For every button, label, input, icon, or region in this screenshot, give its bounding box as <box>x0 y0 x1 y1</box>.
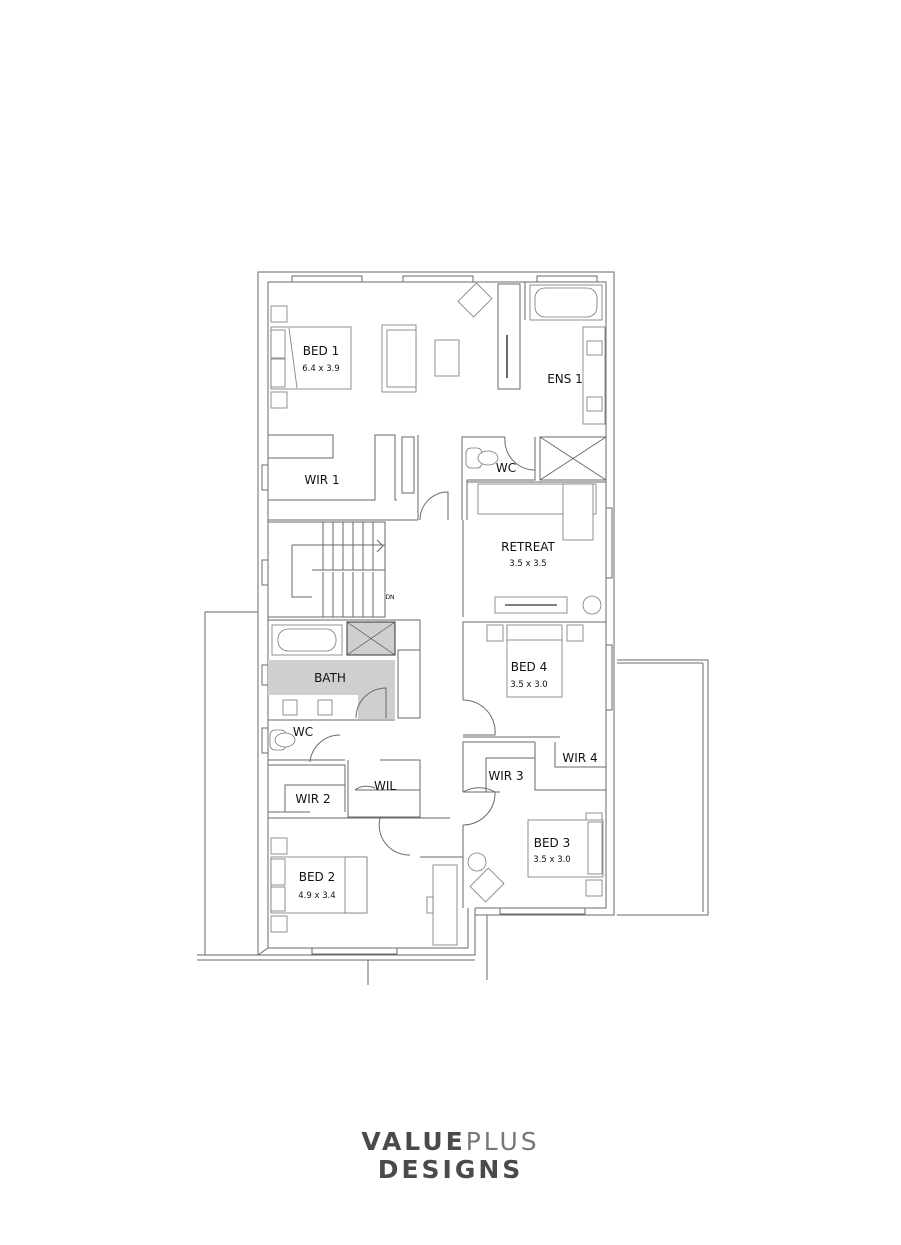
bath-label: BATH <box>314 671 346 685</box>
stair-treads <box>291 522 385 617</box>
wc1-label: WC <box>496 461 516 475</box>
windows <box>261 275 613 955</box>
interior-walls <box>267 282 607 908</box>
bed1-label: BED 1 <box>303 344 340 358</box>
bath-wet-area <box>268 621 396 719</box>
retreat-label: RETREAT <box>501 540 555 554</box>
bed1-size: 6.4 x 3.9 <box>302 364 339 374</box>
room-labels: BED 1 6.4 x 3.9 ENS 1 WIR 1 WC RETREAT 3… <box>293 344 598 901</box>
wil-label: WIL <box>374 779 396 793</box>
doors <box>309 436 536 856</box>
ens1-label: ENS 1 <box>547 372 583 386</box>
wir2-label: WIR 2 <box>295 792 330 806</box>
bed3-label: BED 3 <box>534 836 571 850</box>
bed4-label: BED 4 <box>511 660 548 674</box>
bed2-label: BED 2 <box>299 870 336 884</box>
bed4-size: 3.5 x 3.0 <box>510 680 547 690</box>
stair-down-label: DN <box>385 594 394 601</box>
bed2-size: 4.9 x 3.4 <box>298 891 335 901</box>
logo-line2: DESIGNS <box>0 1156 901 1184</box>
wc2-label: WC <box>293 725 313 739</box>
wir4-label: WIR 4 <box>562 751 597 765</box>
furniture <box>269 282 606 946</box>
wir3-label: WIR 3 <box>488 769 523 783</box>
retreat-size: 3.5 x 3.5 <box>509 559 546 569</box>
logo-designs: DESIGNS <box>377 1155 524 1184</box>
logo-value: VALUE <box>361 1127 466 1156</box>
logo-plus: PLUS <box>465 1127 540 1156</box>
bed3-size: 3.5 x 3.0 <box>533 855 570 865</box>
logo: VALUEPLUS <box>0 1128 901 1156</box>
wir1-label: WIR 1 <box>304 473 339 487</box>
